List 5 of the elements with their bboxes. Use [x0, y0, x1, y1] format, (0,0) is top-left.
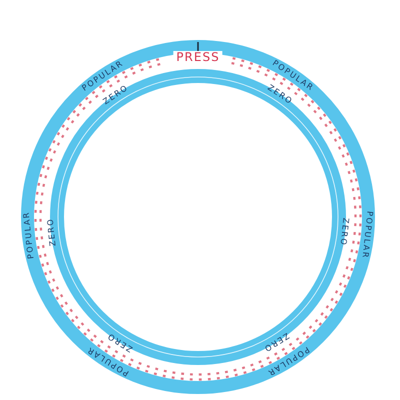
- press-label: PRESS: [173, 51, 223, 63]
- dial-label: ZERO: [338, 218, 350, 247]
- dial-label: ZERO: [46, 218, 58, 247]
- dial-label: POPULAR: [360, 210, 374, 260]
- dial-label: POPULAR: [22, 210, 36, 260]
